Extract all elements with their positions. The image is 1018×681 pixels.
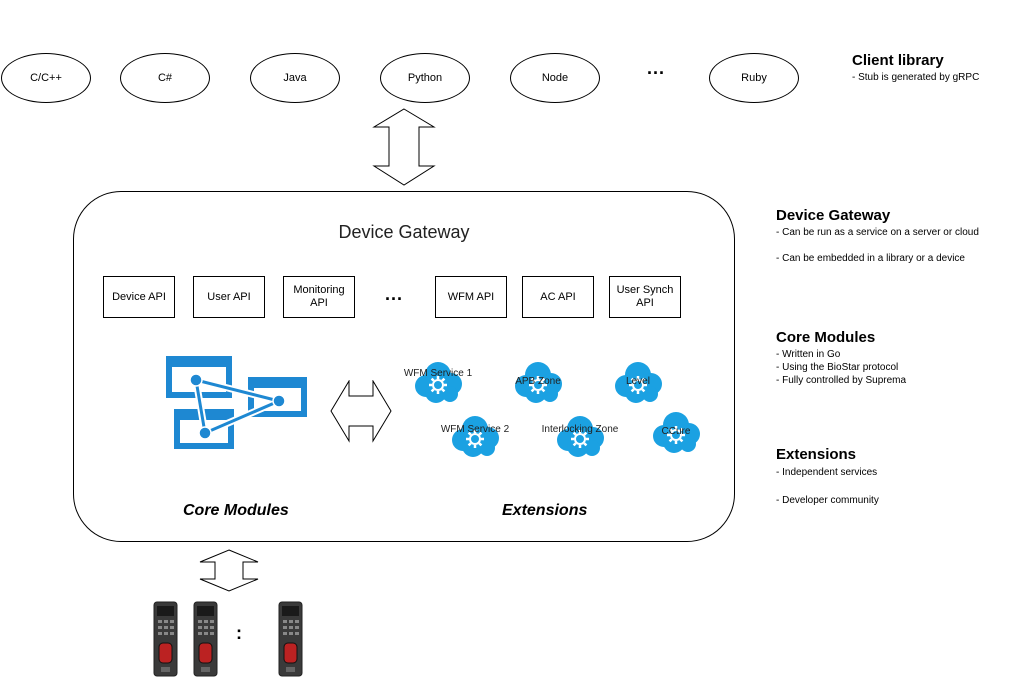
- side-core-line: - Written in Go: [776, 349, 841, 360]
- extension-cloud-wfm1: WFM Service 1: [404, 360, 472, 406]
- client-ruby: Ruby: [709, 53, 799, 103]
- core-modules-icon: [166, 356, 307, 449]
- side-client-title: Client library: [852, 52, 944, 69]
- side-gateway-line: - Can be run as a service on a server or…: [776, 227, 979, 238]
- side-core-title: Core Modules: [776, 329, 876, 346]
- extension-label: APB Zone: [515, 376, 561, 387]
- extension-label: WFM Service 1: [403, 368, 473, 379]
- api-device: Device API: [103, 276, 175, 318]
- side-gateway-line: - Can be embedded in a library or a devi…: [776, 253, 965, 264]
- extension-cloud-interlocking: Interlocking Zone: [542, 414, 618, 460]
- api-user: User API: [193, 276, 265, 318]
- side-gateway-title: Device Gateway: [776, 207, 891, 224]
- api-wfm: WFM API: [435, 276, 507, 318]
- device-reader-icon: [278, 601, 303, 677]
- extension-cloud-ccure: CCure: [650, 410, 702, 456]
- api-user-synch: User Synch API: [609, 276, 681, 318]
- client-python: Python: [380, 53, 470, 103]
- client-node: Node: [510, 53, 600, 103]
- device-reader-icon: [193, 601, 218, 677]
- cloud-icon: [450, 414, 501, 459]
- client-cpp: C/C++: [1, 53, 91, 103]
- core-extension-arrow: [330, 380, 392, 443]
- side-ext-line: - Developer community: [776, 495, 879, 506]
- side-core-line: - Using the BioStar protocol: [776, 362, 899, 373]
- extension-label: CCure: [661, 426, 691, 437]
- extension-cloud-apb: APB Zone: [512, 360, 564, 406]
- extension-cloud-level: Level: [612, 360, 664, 406]
- cloud-icon: [413, 360, 464, 405]
- extension-cloud-wfm2: WFM Service 2: [441, 414, 509, 460]
- side-ext-line: - Independent services: [776, 467, 878, 478]
- gateway-title: Device Gateway: [338, 222, 470, 242]
- side-core-line: - Fully controlled by Suprema: [776, 375, 907, 386]
- core-modules-label: Core Modules: [183, 502, 289, 519]
- cloud-icon: [555, 414, 606, 459]
- client-csharp: C#: [120, 53, 210, 103]
- side-client-line: - Stub is generated by gRPC: [852, 72, 980, 83]
- extension-label: Level: [626, 376, 650, 387]
- api-monitoring: Monitoring API: [283, 276, 355, 318]
- clients-ellipsis: ...: [647, 58, 666, 78]
- client-gateway-arrow: [372, 108, 436, 186]
- api-ac: AC API: [522, 276, 594, 318]
- side-ext-title: Extensions: [776, 446, 857, 463]
- extension-label: Interlocking Zone: [541, 424, 619, 435]
- devices-ellipsis: :: [236, 623, 243, 643]
- device-reader-icon: [153, 601, 178, 677]
- api-ellipsis: ...: [385, 284, 404, 304]
- client-java: Java: [250, 53, 340, 103]
- extensions-label: Extensions: [502, 502, 588, 519]
- gateway-device-arrow: [199, 549, 259, 592]
- extension-label: WFM Service 2: [440, 424, 510, 435]
